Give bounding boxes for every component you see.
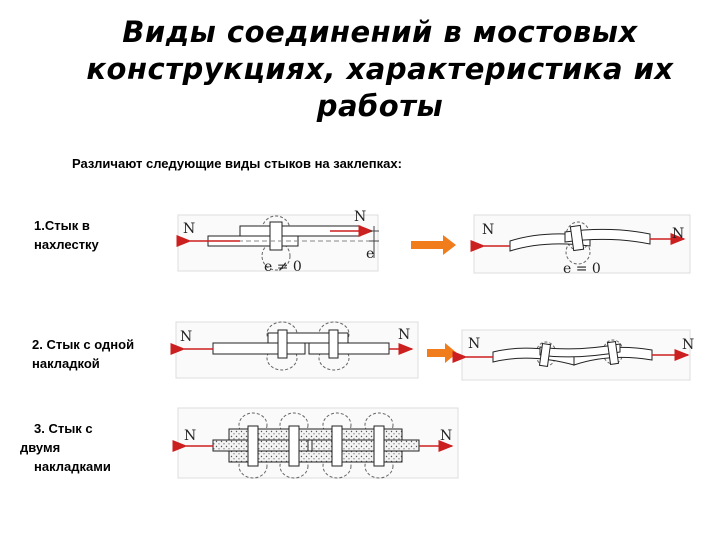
- force-label-left-2-deformed: N: [468, 336, 480, 352]
- eccentricity-dim-label: e: [366, 246, 374, 262]
- item-3-line-3: накладками: [34, 459, 111, 474]
- title-line-2: конструкциях, характеристика их: [86, 52, 674, 86]
- force-label-right-2: N: [398, 327, 410, 343]
- title-line-3: работы: [316, 89, 444, 123]
- slide-title: Виды соединений в мостовых конструкциях,…: [60, 14, 700, 125]
- force-label-right-2-deformed: N: [682, 337, 694, 353]
- item-label-lap-joint: 1.Стык в нахлестку: [34, 216, 99, 254]
- item-1-line-2: нахлестку: [34, 237, 99, 252]
- item-2-line-2: накладкой: [32, 356, 100, 371]
- force-label-left-3: N: [184, 428, 196, 444]
- force-label-right: N: [354, 209, 366, 225]
- force-label-left: N: [183, 221, 195, 237]
- diagram-single-cover-joint-deformed: N N: [452, 329, 694, 381]
- item-label-single-cover-joint: 2. Стык с одной накладкой: [32, 335, 134, 373]
- eccentricity-nonzero-label: e ≠ 0: [264, 259, 302, 275]
- transition-arrow-2: [427, 343, 457, 363]
- force-label-right-deformed: N: [672, 226, 684, 242]
- subtitle: Различают следующие виды стыков на закле…: [72, 156, 402, 171]
- item-1-line-1: 1.Стык в: [34, 218, 90, 233]
- item-label-double-cover-joint: 3. Стык с двумя накладками: [20, 419, 111, 476]
- diagram-double-cover-joint: N N: [172, 407, 459, 479]
- item-2-line-1: 2. Стык с одной: [32, 337, 135, 352]
- force-label-right-3: N: [440, 428, 452, 444]
- diagram-lap-joint-deformed: N N e = 0: [470, 214, 691, 277]
- eccentricity-zero-label: e = 0: [563, 261, 601, 277]
- item-3-line-2: двумя: [20, 440, 61, 455]
- diagram-single-cover-joint: N N: [170, 321, 419, 379]
- title-line-1: Виды соединений в мостовых: [122, 15, 638, 49]
- item-3-line-1: 3. Стык с: [34, 421, 93, 436]
- force-label-left-2: N: [180, 329, 192, 345]
- diagram-lap-joint: N N e e ≠ 0: [176, 209, 379, 275]
- transition-arrow-1: [411, 235, 456, 255]
- force-label-left-deformed: N: [482, 222, 494, 238]
